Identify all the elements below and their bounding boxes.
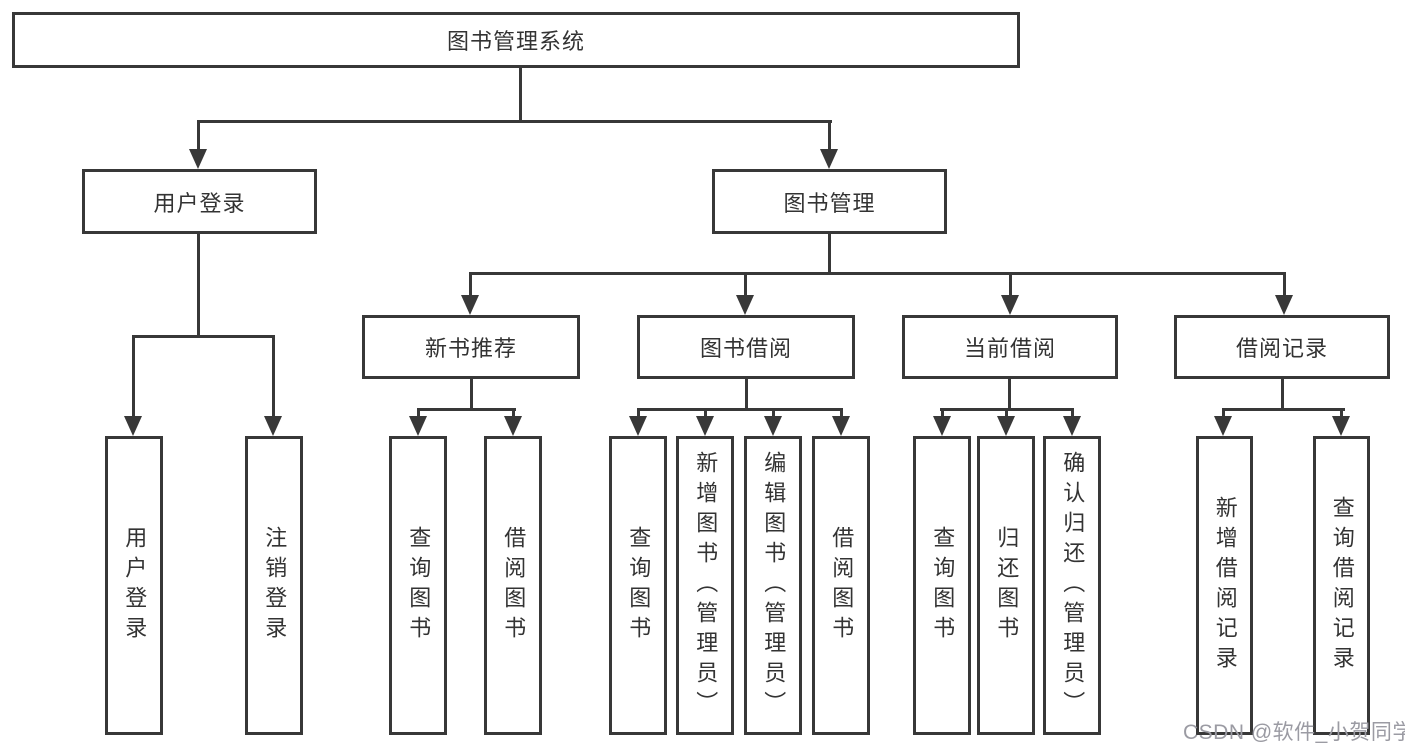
arrow-cb-return (997, 416, 1015, 436)
leaf-logout-label: 注销登录 (262, 525, 288, 646)
node-borrow-records: 借阅记录 (1174, 315, 1390, 379)
arrow-nb-borrow (504, 416, 522, 436)
edge-root-stem (519, 68, 522, 122)
edge-drop-leaf-logout (272, 335, 275, 418)
edge-drop-nb-query (417, 408, 420, 418)
arrow-leaf-logout (264, 416, 282, 436)
edge-drop-bb-add (704, 408, 707, 418)
edge-level3-hline (469, 272, 1286, 275)
node-book-borrow: 图书借阅 (637, 315, 855, 379)
edge-drop-cb-return (1005, 408, 1008, 418)
edge-drop-bb-borrow (840, 408, 843, 418)
edge-drop-br-query (1340, 408, 1343, 418)
leaf-currentborrow-query-label: 查询图书 (930, 525, 956, 646)
leaf-currentborrow-query: 查询图书 (913, 436, 971, 735)
leaf-records-add: 新增借阅记录 (1196, 436, 1253, 735)
node-user-login: 用户登录 (82, 169, 317, 234)
node-book-mgmt: 图书管理 (712, 169, 947, 234)
leaf-newbooks-query-label: 查询图书 (406, 525, 432, 646)
leaf-records-query-label: 查询借阅记录 (1329, 495, 1355, 676)
arrow-br-query (1332, 416, 1350, 436)
arrow-new-books (461, 295, 479, 315)
leaf-bookborrow-query: 查询图书 (609, 436, 667, 735)
leaf-records-query: 查询借阅记录 (1313, 436, 1370, 735)
leaf-newbooks-borrow-label: 借阅图书 (501, 525, 527, 646)
edge-drop-user-login (197, 120, 200, 152)
edge-user-login-stem (197, 234, 200, 337)
arrow-bb-query (629, 416, 647, 436)
leaf-bookborrow-edit: 编辑图书（管理员） (744, 436, 802, 735)
arrow-cb-confirm (1063, 416, 1081, 436)
edge-borrow-records-hline (1222, 408, 1345, 411)
edge-drop-br-add (1222, 408, 1225, 418)
edge-book-mgmt-stem (828, 234, 831, 274)
edge-drop-bb-query (637, 408, 640, 418)
edge-new-books-stem (470, 379, 473, 410)
edge-drop-current-borrow (1009, 272, 1012, 297)
leaf-currentborrow-return: 归还图书 (977, 436, 1035, 735)
node-borrow-records-label: 借阅记录 (1235, 336, 1328, 361)
edge-user-login-hline (133, 335, 275, 338)
leaf-currentborrow-confirm-label: 确认归还（管理员） (1060, 450, 1086, 721)
leaf-bookborrow-add: 新增图书（管理员） (676, 436, 734, 735)
leaf-newbooks-query: 查询图书 (389, 436, 447, 735)
leaf-newbooks-borrow: 借阅图书 (484, 436, 542, 735)
edge-drop-nb-borrow (512, 408, 515, 418)
node-book-borrow-label: 图书借阅 (699, 336, 792, 361)
arrow-br-add (1214, 416, 1232, 436)
edge-drop-cb-confirm (1071, 408, 1074, 418)
edge-level2-hline (198, 120, 832, 123)
arrow-bb-edit (764, 416, 782, 436)
leaf-records-add-label: 新增借阅记录 (1212, 495, 1238, 676)
edge-new-books-hline (417, 408, 516, 411)
arrow-cb-query (933, 416, 951, 436)
node-book-mgmt-label: 图书管理 (783, 190, 876, 216)
leaf-bookborrow-query-label: 查询图书 (626, 525, 652, 646)
arrow-bb-borrow (832, 416, 850, 436)
arrow-leaf-user-login (124, 416, 142, 436)
arrow-nb-query (409, 416, 427, 436)
arrow-book-borrow (736, 295, 754, 315)
leaf-user-login-label: 用户登录 (122, 525, 148, 646)
leaf-currentborrow-confirm: 确认归还（管理员） (1043, 436, 1101, 735)
edge-drop-new-books (469, 272, 472, 297)
node-new-books: 新书推荐 (362, 315, 580, 379)
arrow-borrow-records (1275, 295, 1293, 315)
arrow-user-login (189, 149, 207, 169)
edge-borrow-records-stem (1281, 379, 1284, 410)
node-root: 图书管理系统 (12, 12, 1020, 68)
leaf-bookborrow-edit-label: 编辑图书（管理员） (761, 450, 787, 721)
edge-drop-bb-edit (772, 408, 775, 418)
edge-current-borrow-stem (1008, 379, 1011, 410)
leaf-user-login: 用户登录 (105, 436, 163, 735)
edge-drop-borrow-records (1283, 272, 1286, 297)
node-new-books-label: 新书推荐 (424, 336, 517, 361)
edge-book-borrow-hline (637, 408, 843, 411)
arrow-bb-add (696, 416, 714, 436)
leaf-currentborrow-return-label: 归还图书 (994, 525, 1020, 646)
arrow-current-borrow (1001, 295, 1019, 315)
node-current-borrow: 当前借阅 (902, 315, 1118, 379)
edge-drop-cb-query (941, 408, 944, 418)
arrow-book-mgmt (820, 149, 838, 169)
leaf-bookborrow-borrow-label: 借阅图书 (829, 525, 855, 646)
leaf-logout: 注销登录 (245, 436, 303, 735)
edge-drop-book-mgmt (828, 120, 831, 152)
node-user-login-label: 用户登录 (153, 190, 246, 216)
edge-book-borrow-stem (745, 379, 748, 410)
edge-drop-leaf-user-login (132, 335, 135, 418)
edge-drop-book-borrow (744, 272, 747, 297)
leaf-bookborrow-add-label: 新增图书（管理员） (693, 450, 719, 721)
csdn-watermark: CSDN @软件_小贺同学 (1183, 721, 1405, 744)
leaf-bookborrow-borrow: 借阅图书 (812, 436, 870, 735)
node-current-borrow-label: 当前借阅 (963, 336, 1056, 361)
node-root-label: 图书管理系统 (446, 29, 585, 54)
